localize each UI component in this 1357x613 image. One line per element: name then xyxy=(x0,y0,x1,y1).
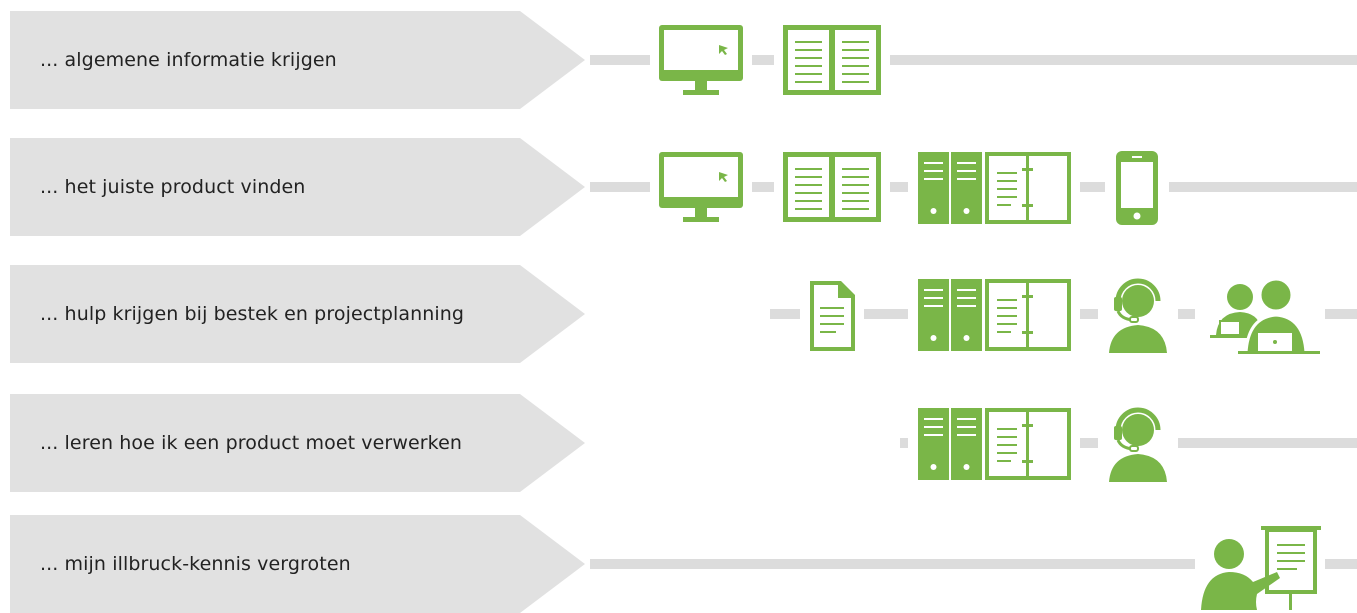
binders-icon xyxy=(908,138,1080,236)
row-specification-help: ... hulp krijgen bij bestek en projectpl… xyxy=(0,265,1357,363)
row-label: ... hulp krijgen bij bestek en projectpl… xyxy=(40,303,465,325)
monitor-icon xyxy=(650,138,752,236)
row-label-banner: ... leren hoe ik een product moet verwer… xyxy=(10,394,585,492)
headset-person-icon xyxy=(1098,265,1178,363)
headset-person-icon xyxy=(1098,394,1178,492)
row-expand-knowledge: ... mijn illbruck-kennis vergroten xyxy=(0,515,1357,613)
row-general-info: ... algemene informatie krijgen xyxy=(0,11,1357,109)
row-label: ... algemene informatie krijgen xyxy=(40,49,337,71)
meeting-icon xyxy=(1195,265,1325,363)
row-label: ... mijn illbruck-kennis vergroten xyxy=(40,553,351,575)
row-label: ... het juiste product vinden xyxy=(40,176,306,198)
book-icon xyxy=(774,138,890,236)
row-label-banner: ... het juiste product vinden xyxy=(10,138,585,236)
document-icon xyxy=(800,265,864,363)
monitor-icon xyxy=(650,11,752,109)
row-label-banner: ... mijn illbruck-kennis vergroten xyxy=(10,515,585,613)
smartphone-icon xyxy=(1105,138,1169,236)
row-label-banner: ... algemene informatie krijgen xyxy=(10,11,585,109)
timeline-track xyxy=(590,559,1357,569)
row-label: ... leren hoe ik een product moet verwer… xyxy=(40,432,463,454)
row-learn-processing: ... leren hoe ik een product moet verwer… xyxy=(0,394,1357,492)
binders-icon xyxy=(908,265,1080,363)
row-find-product: ... het juiste product vinden xyxy=(0,138,1357,236)
row-label-banner: ... hulp krijgen bij bestek en projectpl… xyxy=(10,265,585,363)
presentation-icon xyxy=(1195,521,1325,613)
timeline-track xyxy=(590,55,1357,65)
binders-icon xyxy=(908,394,1080,492)
book-icon xyxy=(774,11,890,109)
